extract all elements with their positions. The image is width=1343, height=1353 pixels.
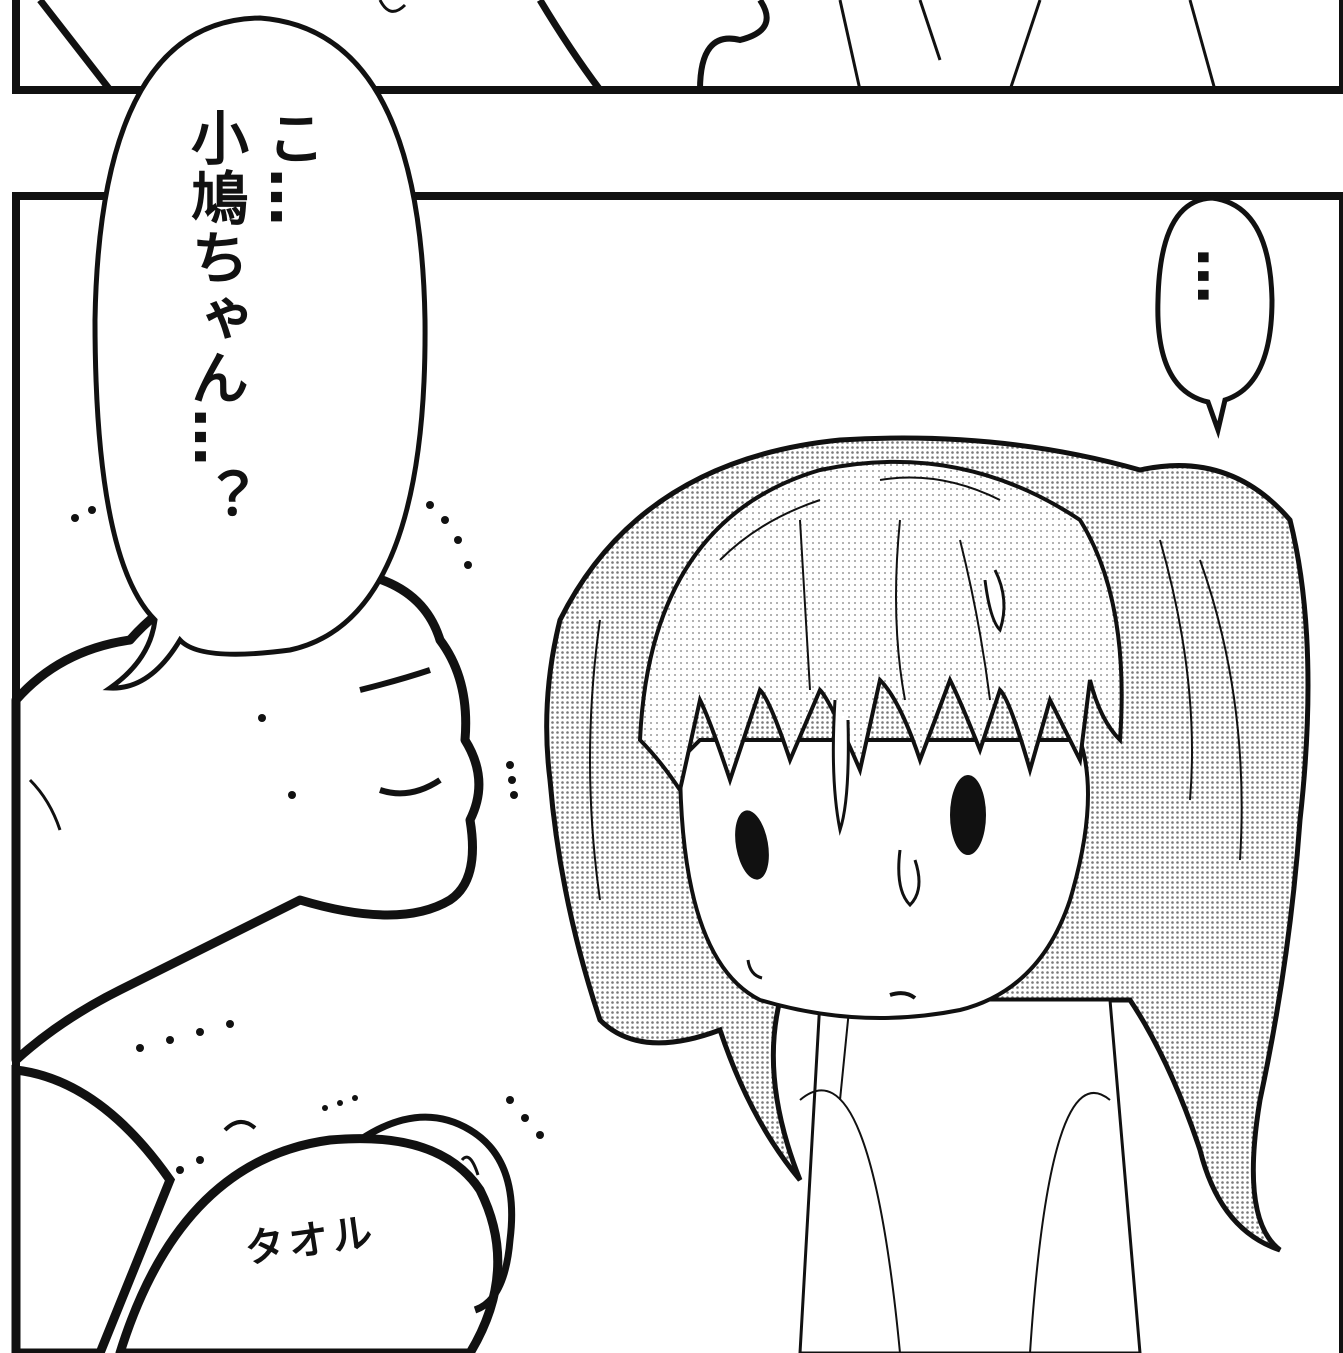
balloon-line-2: 小鳩ちゃん…？ bbox=[181, 108, 249, 528]
girl-figure bbox=[544, 435, 1311, 1353]
speech-balloon-left bbox=[92, 15, 428, 691]
balloon-line-1: こ… bbox=[257, 108, 325, 228]
motion-marks bbox=[71, 501, 544, 1174]
towel-figure bbox=[11, 1064, 516, 1353]
speech-balloon-right bbox=[1155, 195, 1275, 439]
ellipsis-text: … bbox=[1184, 248, 1249, 310]
